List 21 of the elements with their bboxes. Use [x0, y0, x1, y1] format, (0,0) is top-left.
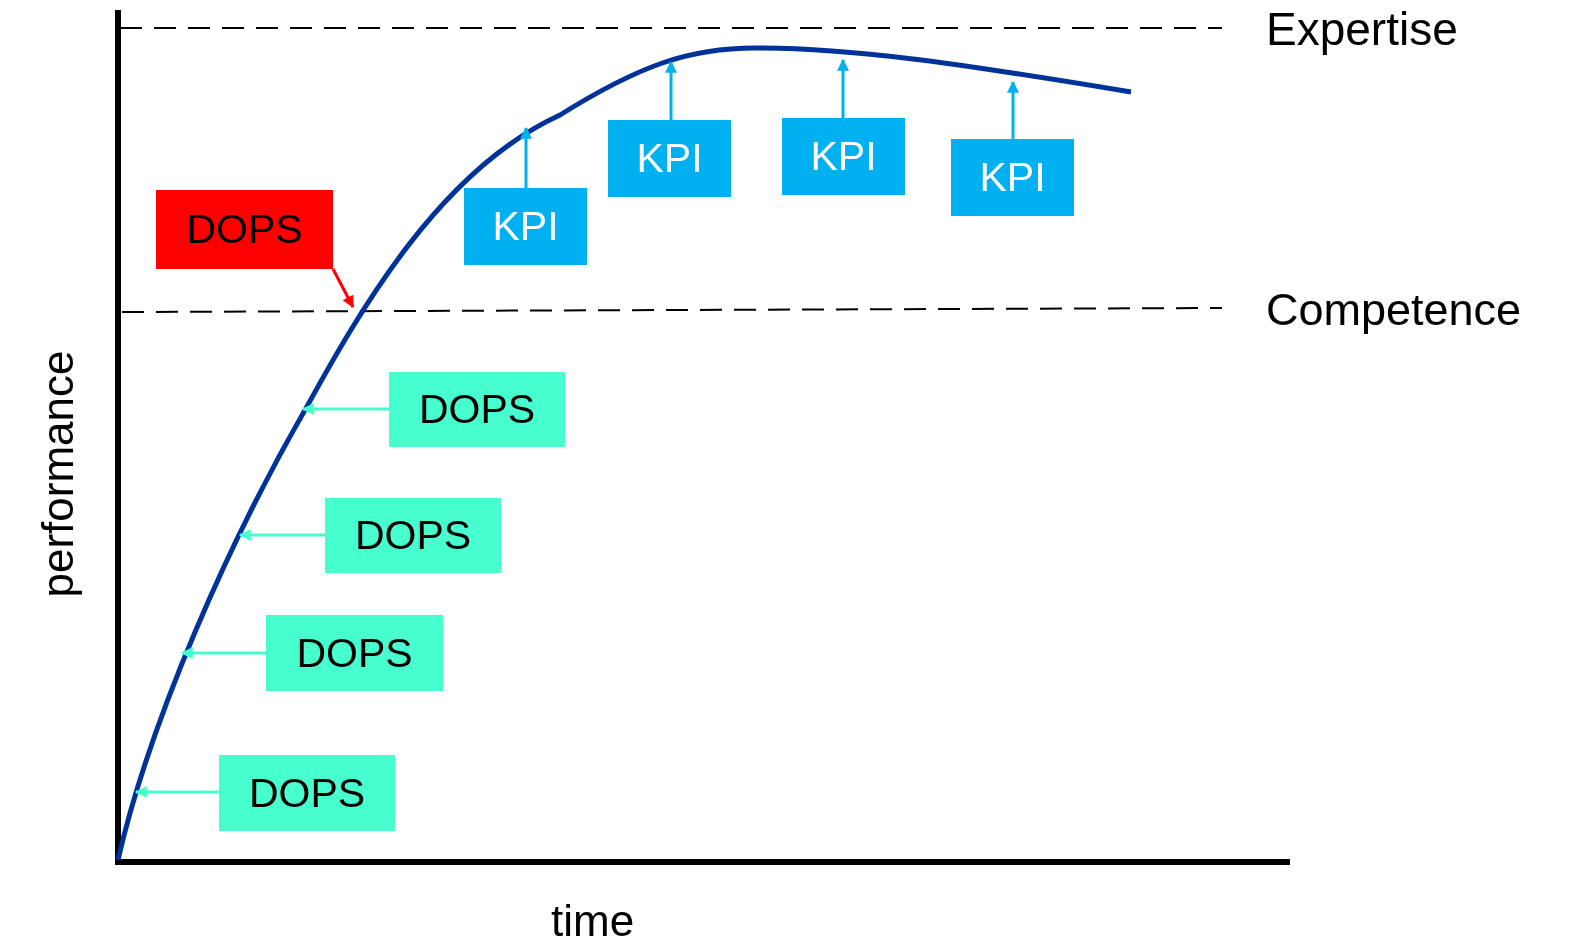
- arrow: [1007, 80, 1019, 139]
- arrow: [180, 647, 266, 659]
- kpi-box: KPI: [782, 118, 905, 195]
- dops-box: DOPS: [219, 755, 395, 831]
- dops-box: DOPS: [266, 615, 443, 691]
- arrow: [301, 403, 389, 415]
- kpi-box: KPI: [464, 188, 587, 265]
- dops-box: DOPS: [156, 190, 333, 269]
- arrow: [134, 786, 219, 798]
- kpi-box: KPI: [608, 120, 731, 197]
- level-label: Competence: [1266, 287, 1522, 332]
- arrow: [665, 60, 677, 120]
- kpi-box: KPI: [951, 139, 1074, 216]
- axis-label: time: [551, 899, 635, 943]
- arrow: [520, 126, 532, 188]
- arrow: [238, 529, 325, 541]
- dops-box: DOPS: [325, 498, 501, 573]
- axis-label: performance: [35, 350, 80, 598]
- arrow: [837, 58, 849, 118]
- dops-box: DOPS: [389, 372, 565, 447]
- arrow: [331, 268, 355, 309]
